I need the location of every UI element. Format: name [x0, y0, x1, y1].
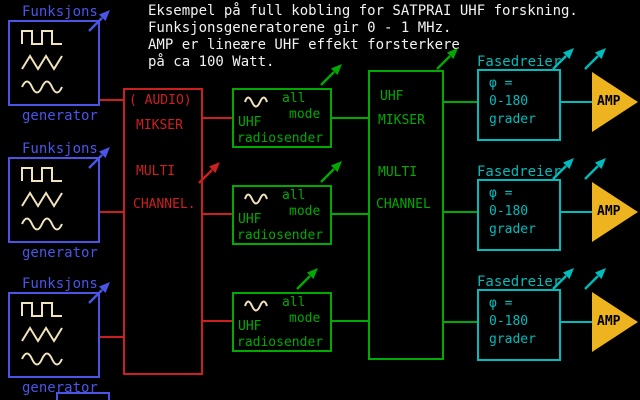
uhf-radiosender-box [232, 185, 332, 245]
connection-line [561, 321, 592, 323]
phase-shifter-value: φ = [489, 76, 513, 91]
audio-mixer-box [123, 88, 203, 375]
connection-line [203, 117, 232, 119]
signal-arrow-icon [550, 46, 576, 72]
square-wave-icon [20, 300, 64, 318]
radiosender-mode-label: mode [289, 311, 321, 326]
generator-top-label: Funksjons [22, 141, 98, 157]
triangle-wave-icon [20, 190, 64, 208]
phase-shifter-value: grader [489, 222, 536, 237]
signal-arrow-icon [434, 46, 460, 72]
phase-shifter-value: grader [489, 112, 536, 127]
uhf-mixer-label: UHF [380, 89, 404, 104]
connection-line [203, 320, 232, 322]
audio-mixer-label: MIKSER [136, 118, 183, 133]
uhf-mixer-label: CHANNEL [376, 197, 431, 212]
triangle-wave-icon [20, 325, 64, 343]
amplifier-triangle [592, 182, 638, 242]
function-generator-box [8, 20, 100, 106]
radiosender-name-label: UHF [238, 212, 262, 227]
uhf-mixer-label: MULTI [378, 165, 418, 180]
signal-arrow-icon [582, 266, 608, 292]
generator-bottom-label: generator [22, 245, 98, 261]
phase-shifter-title: Fasedreier [477, 164, 562, 180]
connection-line [332, 117, 368, 119]
phase-shifter-value: grader [489, 332, 536, 347]
connection-line [332, 320, 368, 322]
generator-top-label: Funksjons [22, 276, 98, 292]
phase-shifter-box [477, 179, 561, 251]
uhf-radiosender-box [232, 292, 332, 352]
audio-mixer-label: MULTI [136, 164, 176, 179]
radiosender-name-label: UHF [238, 115, 262, 130]
uhf-mixer-label: MIKSER [378, 113, 425, 128]
amplifier-label: AMP [597, 314, 621, 329]
connection-line [100, 99, 123, 101]
header-line-1: Eksempel på full kobling for SATPRAI UHF… [148, 3, 578, 19]
connection-line [332, 213, 368, 215]
clipped-box-fragment [56, 392, 110, 400]
sine-wave-icon [243, 94, 269, 108]
radiosender-mode-label: all [282, 295, 306, 310]
square-wave-icon [20, 28, 64, 46]
phase-shifter-title: Fasedreier [477, 274, 562, 290]
header-line-2: Funksjonsgeneratorene gir 0 - 1 MHz. [148, 20, 452, 36]
sine-wave-icon [243, 191, 269, 205]
signal-arrow-icon [294, 266, 320, 292]
sine-wave-icon [20, 215, 64, 233]
connection-line [444, 211, 477, 213]
amplifier-triangle [592, 72, 638, 132]
triangle-wave-icon [20, 53, 64, 71]
connection-line [444, 321, 477, 323]
amplifier-triangle [592, 292, 638, 352]
header-line-4: på ca 100 Watt. [148, 54, 275, 70]
sine-wave-icon [243, 298, 269, 312]
connection-line [444, 101, 477, 103]
radiosender-mode-label: all [282, 91, 306, 106]
connection-line [100, 336, 123, 338]
connection-line [203, 213, 232, 215]
phase-shifter-value: 0-180 [489, 204, 529, 219]
uhf-radiosender-box [232, 88, 332, 148]
uhf-mixer-box [368, 70, 444, 360]
radiosender-name-label: UHF [238, 319, 262, 334]
radiosender-name-label: radiosender [237, 335, 324, 350]
phase-shifter-value: 0-180 [489, 94, 529, 109]
sine-wave-icon [20, 78, 64, 96]
function-generator-box [8, 292, 100, 378]
signal-arrow-icon [582, 156, 608, 182]
connection-line [100, 211, 123, 213]
radiosender-name-label: radiosender [237, 131, 324, 146]
signal-arrow-icon [318, 62, 344, 88]
signal-arrow-icon [582, 46, 608, 72]
connection-line [561, 211, 592, 213]
function-generator-box [8, 157, 100, 243]
signal-arrow-icon [318, 159, 344, 185]
connection-line [561, 101, 592, 103]
phase-shifter-box [477, 69, 561, 141]
radiosender-name-label: radiosender [237, 228, 324, 243]
phase-shifter-value: φ = [489, 186, 513, 201]
generator-top-label: Funksjons [22, 4, 98, 20]
signal-arrow-icon [550, 156, 576, 182]
amplifier-label: AMP [597, 204, 621, 219]
radiosender-mode-label: mode [289, 107, 321, 122]
audio-mixer-label: CHANNEL. [133, 197, 196, 212]
phase-shifter-box [477, 289, 561, 361]
amplifier-label: AMP [597, 94, 621, 109]
signal-arrow-icon [196, 160, 222, 186]
radiosender-mode-label: mode [289, 204, 321, 219]
phase-shifter-title: Fasedreier [477, 54, 562, 70]
header-line-3: AMP er lineære UHF effekt forsterkere [148, 37, 460, 53]
phase-shifter-value: 0-180 [489, 314, 529, 329]
radiosender-mode-label: all [282, 188, 306, 203]
square-wave-icon [20, 165, 64, 183]
phase-shifter-value: φ = [489, 296, 513, 311]
audio-mixer-label: ( AUDIO) [129, 93, 192, 108]
sine-wave-icon [20, 350, 64, 368]
generator-bottom-label: generator [22, 108, 98, 124]
signal-arrow-icon [550, 266, 576, 292]
